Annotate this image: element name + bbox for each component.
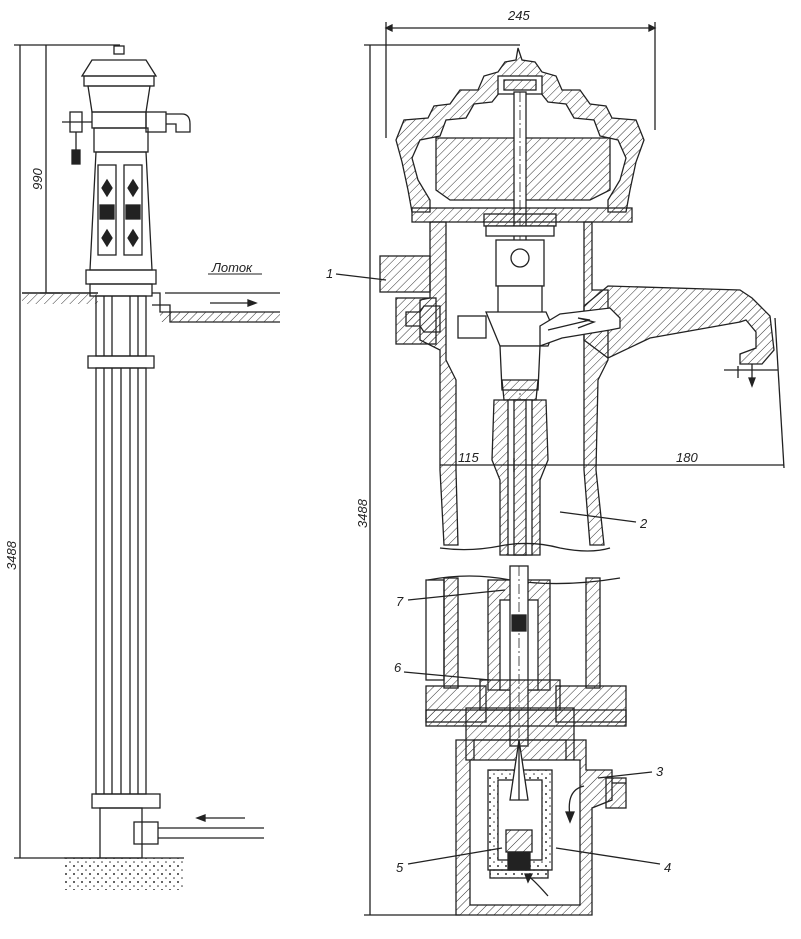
dimension-top-width: 245 — [507, 8, 530, 23]
dimension-head-height: 990 — [30, 168, 45, 190]
trough-label: Лоток — [211, 260, 253, 275]
part-label-5: 5 — [396, 860, 404, 875]
part-label-6: 6 — [394, 660, 402, 675]
external-view — [14, 44, 280, 890]
part-label-1: 1 — [326, 266, 333, 281]
dimension-overall-height-right: 3488 — [355, 498, 370, 528]
dimension-overall-height-left: 3488 — [4, 540, 19, 570]
part-label-7: 7 — [396, 594, 404, 609]
part-label-3: 3 — [656, 764, 664, 779]
dimension-offset-left: 115 — [458, 450, 479, 465]
dimension-offset-right: 180 — [676, 450, 698, 465]
part-label-4: 4 — [664, 860, 671, 875]
section-view-upper — [335, 22, 785, 916]
part-label-2: 2 — [639, 516, 648, 531]
section-view-lower — [403, 565, 661, 916]
